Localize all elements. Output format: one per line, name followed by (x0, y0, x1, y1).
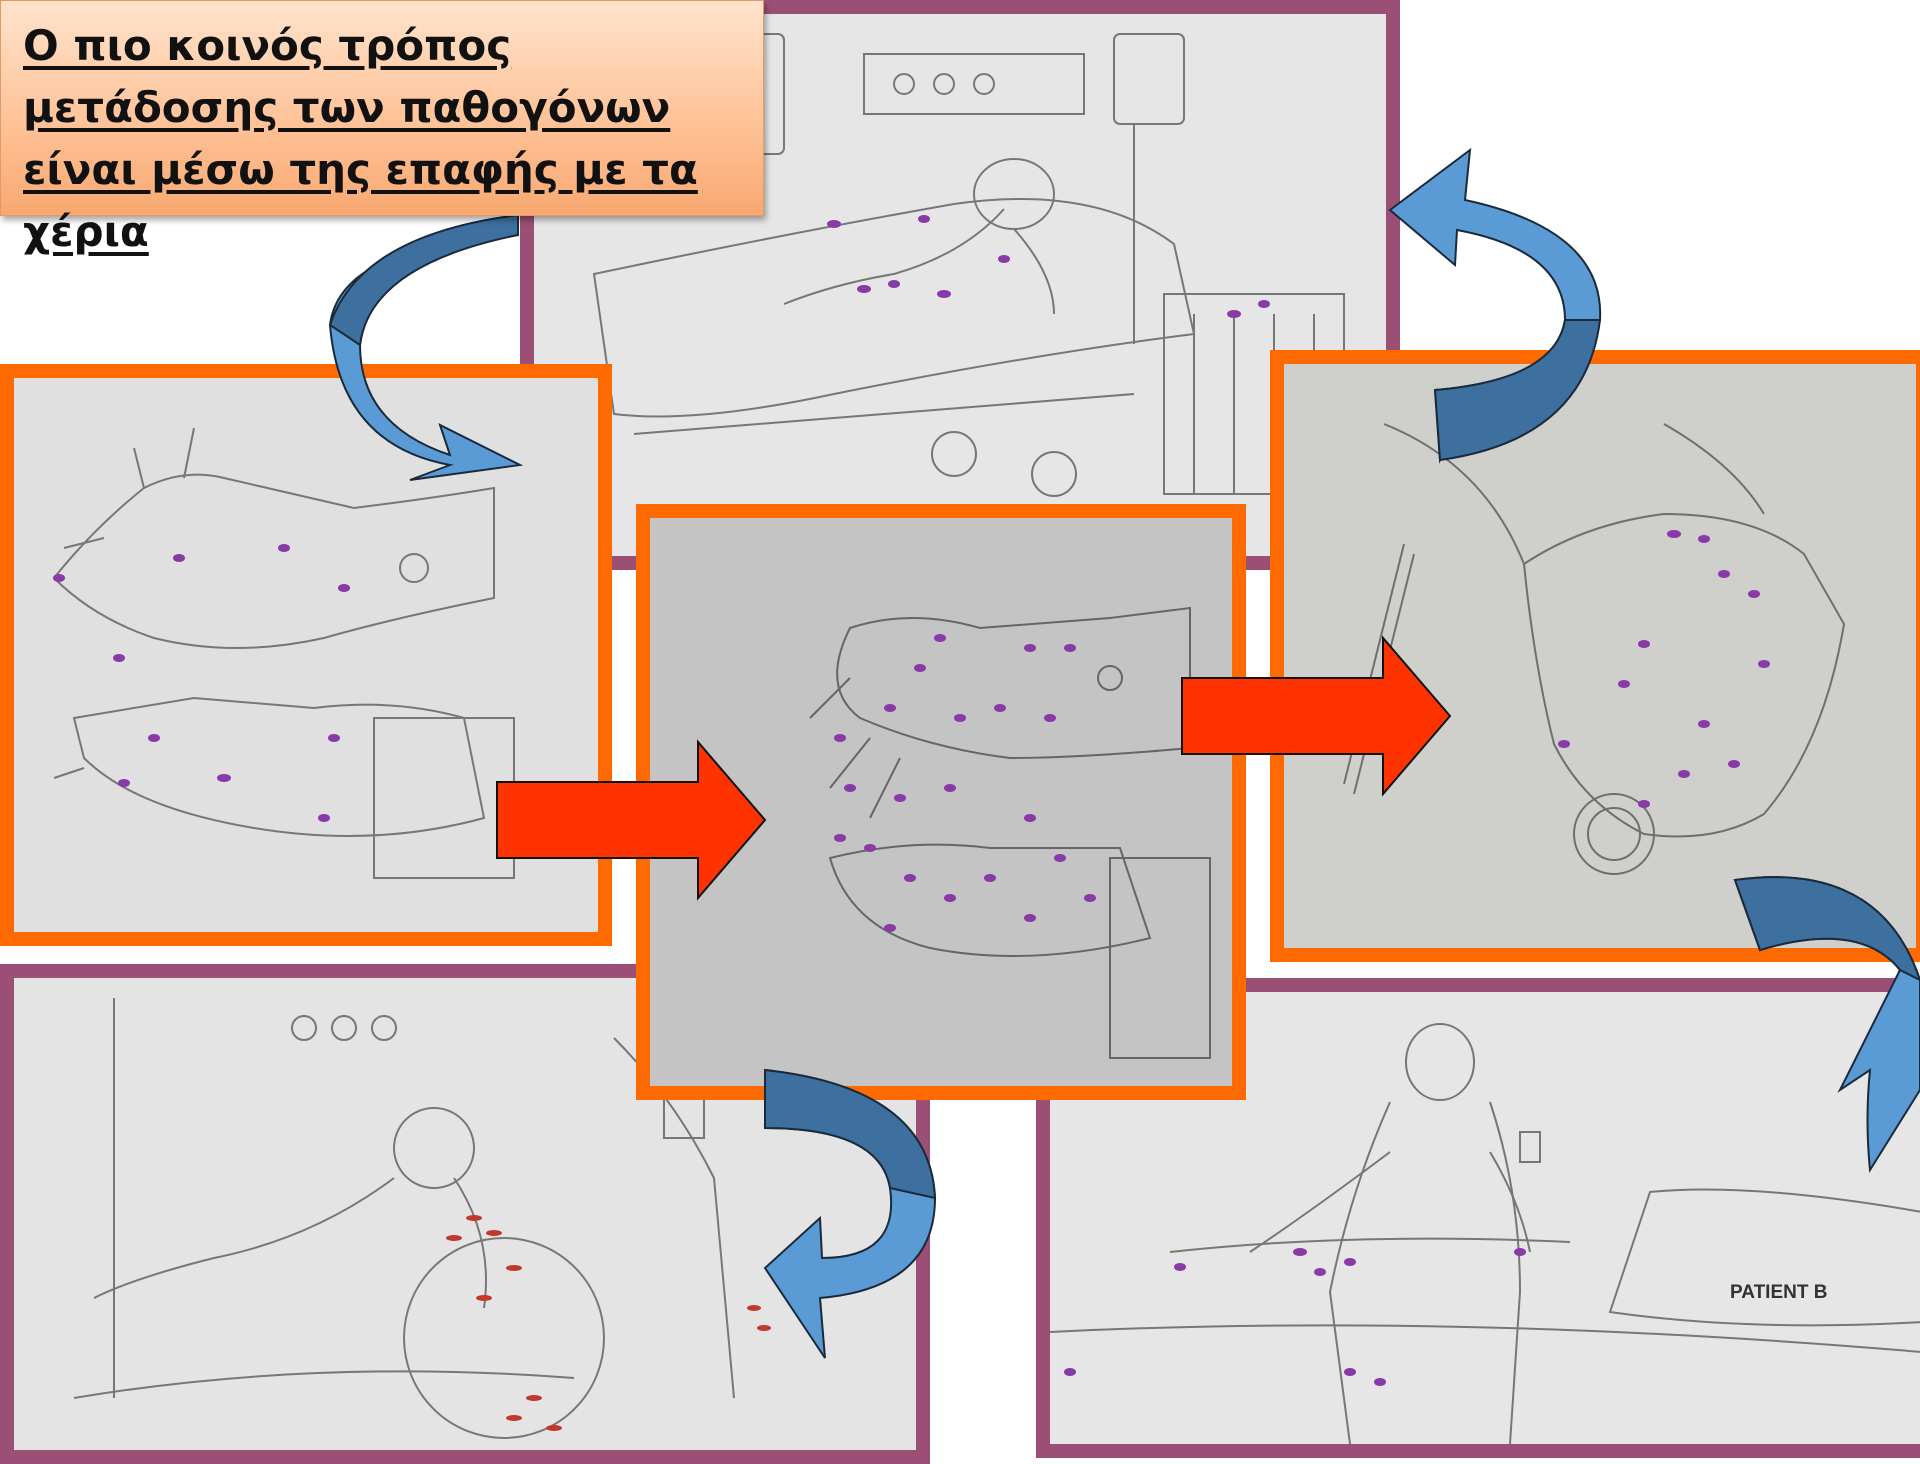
title-callout: Ο πιο κοινός τρόπος μετάδοσης των παθογό… (0, 0, 764, 216)
curved-arrow-center-to-bl (760, 1068, 940, 1358)
curved-arrow-right-to-top (1385, 140, 1615, 470)
curved-arrow-right-to-br (1730, 860, 1920, 1180)
flow-arrow-left-to-center (495, 740, 770, 900)
patient-b-label: PATIENT B (1730, 1282, 1827, 1303)
flow-arrow-center-to-right (1180, 636, 1455, 796)
title-text: Ο πιο κοινός τρόπος μετάδοσης των παθογό… (23, 15, 741, 263)
